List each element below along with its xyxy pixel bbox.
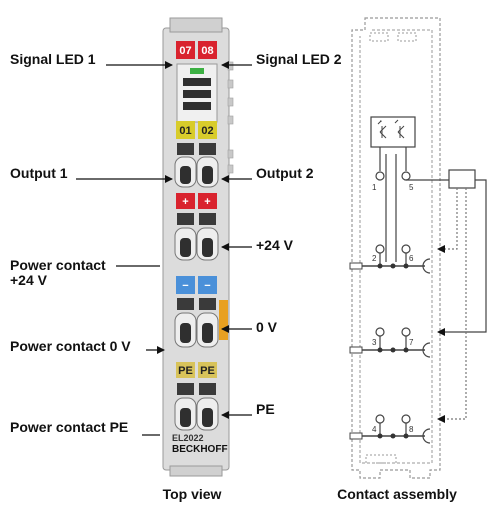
- plus-tag-2: [198, 193, 217, 209]
- zero-v-terminal-block: [174, 298, 219, 348]
- module-top-cap: [169, 17, 223, 33]
- plus-24v-terminal-block: [174, 213, 219, 261]
- pin-8-label: 8: [409, 425, 414, 434]
- callouts: Signal LED 1 Signal LED 2 Output 1 Outpu…: [10, 51, 342, 436]
- minus-tag-2-text: −: [204, 280, 210, 292]
- output-terminal-block: [174, 143, 219, 188]
- pin-8: [401, 414, 411, 424]
- pin-7: [401, 327, 411, 337]
- label-power-contact-pe: Power contact PE: [10, 419, 128, 435]
- optocoupler-box: [370, 116, 416, 148]
- label-zero-v: 0 V: [256, 319, 278, 335]
- pin-4: [375, 414, 385, 424]
- pin-6-label: 6: [409, 254, 414, 263]
- label-power-contact-24v-line1: Power contact: [10, 257, 106, 273]
- module-bottom-cap: [169, 465, 223, 477]
- minus-tag-1-text: −: [182, 280, 188, 292]
- label-power-contact-24v-line2: +24 V: [10, 272, 48, 288]
- contact-assembly-schematic: 1 5 2 6 3 7 4 8: [349, 17, 487, 479]
- pe-tag-1-text: PE: [178, 365, 193, 377]
- pe-tag-2-text: PE: [200, 365, 215, 377]
- wire-driver-to-0v: [437, 179, 487, 336]
- signal-led-2-tag: [198, 41, 217, 59]
- output-2-tag-text: 02: [201, 125, 213, 137]
- schematic-outline: [351, 17, 441, 479]
- status-green-led: [190, 68, 204, 74]
- caption-top-view: Top view: [163, 486, 222, 502]
- module-model-label: EL2022: [172, 433, 204, 443]
- label-output-2: Output 2: [256, 165, 314, 181]
- pe-tag-2: [198, 362, 217, 378]
- label-pe: PE: [256, 401, 275, 417]
- pin-5: [401, 171, 411, 181]
- pin-3: [375, 327, 385, 337]
- plus-tag-2-text: +: [204, 196, 210, 208]
- pin-5-label: 5: [409, 183, 414, 192]
- pin-6: [401, 244, 411, 254]
- minus-tag-1: [176, 276, 195, 294]
- label-output-1: Output 1: [10, 165, 68, 181]
- label-power-contact-0v: Power contact 0 V: [10, 338, 131, 354]
- caption-contact-assembly: Contact assembly: [337, 486, 457, 502]
- pin-1: [375, 171, 385, 181]
- pin-7-label: 7: [409, 338, 414, 347]
- side-ribs: [227, 61, 234, 174]
- minus-tag-2: [198, 276, 217, 294]
- pin-3-label: 3: [372, 338, 377, 347]
- output-2-tag: [198, 121, 217, 139]
- output-1-tag-text: 01: [179, 125, 191, 137]
- label-signal-led-1: Signal LED 1: [10, 51, 96, 67]
- plus-tag-1-text: +: [182, 196, 188, 208]
- signal-led-1-tag-text: 07: [179, 45, 191, 57]
- wire-pe-dotted: [437, 188, 467, 423]
- pe-tag-1: [176, 362, 195, 378]
- label-plus-24v: +24 V: [256, 237, 294, 253]
- orange-power-contact: [219, 300, 228, 340]
- pin-1-label: 1: [372, 183, 377, 192]
- signal-led-2-tag-text: 08: [201, 45, 213, 57]
- wire-24v-dotted: [437, 188, 458, 253]
- pin-2: [375, 244, 385, 254]
- output-driver-box: [448, 169, 476, 189]
- pe-terminal-block: [174, 383, 219, 431]
- output-1-tag: [176, 121, 195, 139]
- label-signal-led-2: Signal LED 2: [256, 51, 342, 67]
- module-brand-label: BECKHOFF: [172, 444, 228, 455]
- pin-4-label: 4: [372, 425, 377, 434]
- signal-led-1-tag: [176, 41, 195, 59]
- terminal-module-top-view: 07 08 01 02 + +: [162, 17, 234, 477]
- pin-2-label: 2: [372, 254, 377, 263]
- plus-tag-1: [176, 193, 195, 209]
